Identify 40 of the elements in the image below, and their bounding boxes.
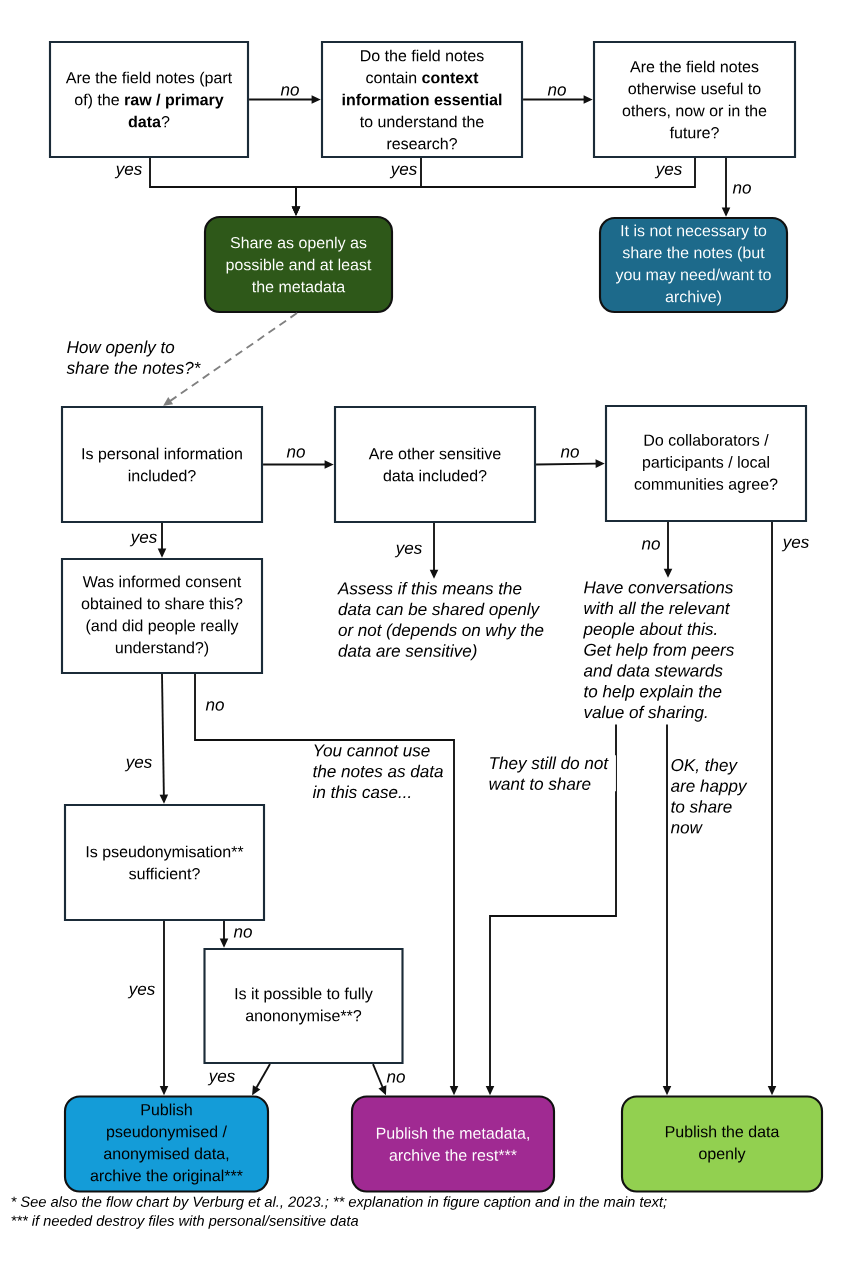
- edge-label: no: [285, 447, 307, 459]
- decision-box: Are other sensitive data included?: [333, 405, 537, 524]
- decision-box: Is personal information included?: [60, 405, 264, 524]
- edge-label: no: [546, 85, 568, 97]
- note-text: Assess if this means the data can be shared openly or not (depends on why the data are sensitive): [337, 581, 544, 661]
- edge-label: no: [232, 927, 254, 939]
- decision-box: Was informed consent obtained to share this? (and did people really understand?): [60, 557, 264, 675]
- edge-label: yes: [654, 164, 684, 180]
- edge-label: no: [559, 447, 581, 459]
- decision-box: Are the field notes otherwise useful to others, now or in the future?: [592, 40, 797, 159]
- edge-label: yes: [389, 164, 419, 180]
- decision-box: Are the field notes (part of) the raw / primary data?: [48, 40, 250, 159]
- edge-label: yes: [124, 757, 154, 773]
- decision-box: Is it possible to fully anononymise**?: [203, 947, 404, 1065]
- outcome-box: Share as openly as possible and at least the metadata: [203, 215, 394, 314]
- decision-box: Do collaborators / participants / local communities agree?: [604, 404, 808, 523]
- edge-label: no: [640, 539, 662, 551]
- decision-box: Is pseudonymisation** sufficient?: [63, 803, 266, 922]
- edge-label: yes: [127, 984, 157, 1000]
- outcome-box: Publish pseudonymised / anonymised data, archive the original***: [63, 1095, 270, 1193]
- note-text: Have conversations with all the relevant people about this. Get help from peers and data stewards to help explain the value of sharing.: [583, 580, 734, 722]
- edge-label: no: [385, 1072, 407, 1084]
- footnote: * See also the flow chart by Verburg et al., 2023.; ** explanation in figure caption and in the main text;: [11, 1196, 667, 1210]
- edge-label: They still do not want to share: [487, 755, 616, 792]
- note-text: You cannot use the notes as data in this case...: [312, 744, 443, 799]
- edge-label: OK, they are happy to share now: [669, 757, 754, 835]
- edge-label: yes: [114, 164, 144, 180]
- decision-box: Do the field notes contain context information essential to understand the research?: [320, 40, 524, 159]
- edge-label: no: [731, 183, 753, 195]
- outcome-box: It is not necessary to share the notes (but you may need/want to archive): [598, 216, 789, 314]
- outcome-box: Publish the metadata, archive the rest***: [350, 1095, 556, 1193]
- edge-label: yes: [207, 1071, 237, 1087]
- edge-label: no: [279, 85, 301, 97]
- edge-label: How openly to share the notes?*: [65, 339, 203, 376]
- edge-label: yes: [129, 532, 159, 548]
- edge-label: yes: [781, 537, 811, 553]
- outcome-box: Publish the data openly: [620, 1095, 824, 1193]
- footnote: *** if needed destroy files with personal/sensitive data: [11, 1215, 359, 1229]
- edge-label: yes: [394, 543, 424, 559]
- edge-label: no: [204, 700, 226, 712]
